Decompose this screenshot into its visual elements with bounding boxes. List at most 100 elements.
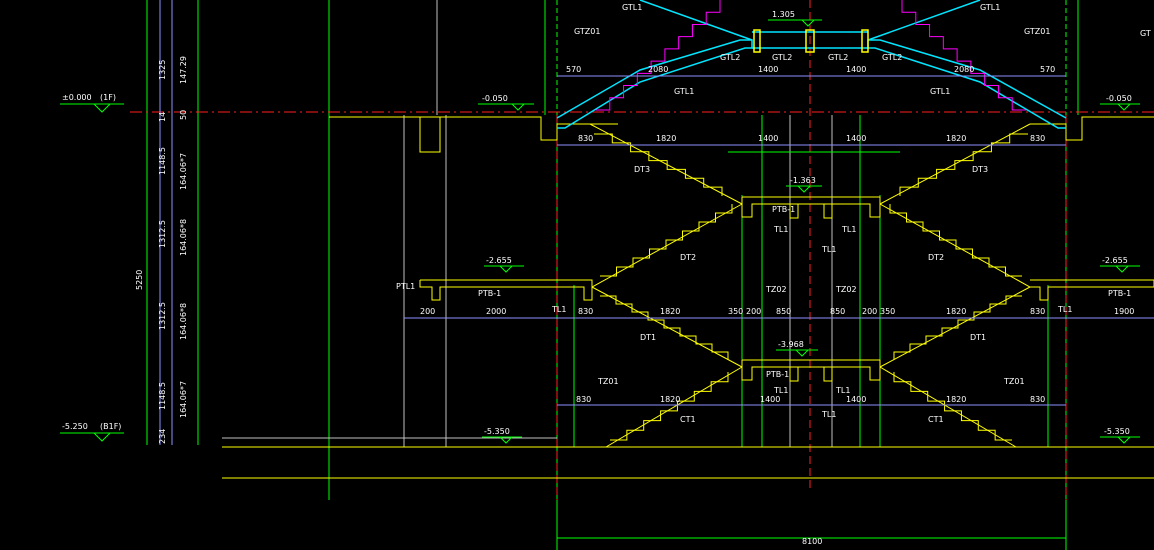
marker-m1363 [786,185,822,193]
dim-1820-l-r3: 1820 [660,307,680,316]
level-b1f-tag: (B1F) [100,422,121,431]
tag-ct1-right: CT1 [928,415,944,424]
level-m2655-left: -2.655 [486,256,512,265]
upper-stair-left-return [639,0,753,41]
dim-2080-left: 2080 [648,65,668,74]
dim-200: 200 [420,307,435,316]
dim-570-right: 570 [1040,65,1055,74]
vdim-s147: 147.29 [179,56,188,84]
dim-570-left: 570 [566,65,581,74]
level-m5350-left: -5.350 [484,427,510,436]
dim-1400-r-r2: 1400 [846,134,866,143]
tag-tl1-f: TL1 [773,386,788,395]
dim-1400-r-r4: 1400 [846,395,866,404]
tag-dt3-right: DT3 [972,165,988,174]
tag-ptl1: PTL1 [396,282,415,291]
dim-850-r: 850 [830,307,845,316]
tag-tz02-left: TZ02 [765,285,787,294]
marker-1f [60,103,124,113]
level-markers [60,19,1140,444]
tag-gtz01-right: GTZ01 [1024,27,1050,36]
tag-gtl2-d: GTL2 [882,53,902,62]
marker-1305 [768,19,822,27]
tag-gtl1-tr: GTL1 [980,3,1000,12]
marker-m050-left [478,103,534,111]
dim-1400-l-r4: 1400 [760,395,780,404]
marker-m2655-left [484,265,524,273]
grid-lines [146,0,1079,550]
dim-830-r-r4: 830 [1030,395,1045,404]
marker-m5350-right [1100,436,1140,444]
tag-tl1-c: TL1 [821,245,836,254]
tag-gtl1-mr: GTL1 [930,87,950,96]
tag-gtl1-ml: GTL1 [674,87,694,96]
flight-dt1-right [879,286,1031,368]
landing-right [1030,279,1154,301]
tag-tl1-g: TL1 [835,386,850,395]
tag-gtz01-left: GTZ01 [574,27,600,36]
upper-stair-right-return [867,0,981,41]
dim-830-r-r2: 830 [1030,134,1045,143]
flight-dt3-left [589,123,743,205]
tag-gtl2-a: GTL2 [720,53,740,62]
dim-1820-l-r2: 1820 [656,134,676,143]
dim-200-l: 200 [746,307,761,316]
dim-830-r-r3: 830 [1030,307,1045,316]
tag-ptb1-top: PTB-1 [772,205,795,214]
labels: ±0.000 (1F) -5.250 (B1F) -0.050 -0.050 -… [62,3,1151,546]
dim-1400-r-top: 1400 [846,65,866,74]
dim-830-l-r2: 830 [578,134,593,143]
flight-dt3-right [879,123,1031,205]
vdim-s164-4: 164.06*7 [179,381,188,418]
tag-tl1-a: TL1 [773,225,788,234]
post-low-a [789,366,799,382]
steps-upper-left-magenta [596,0,721,111]
slab-1f-left [329,116,618,141]
dim-350-l: 350 [728,307,743,316]
steps-dt2-left [600,204,733,277]
tag-dt2-left: DT2 [680,253,696,262]
tag-ct1-left: CT1 [680,415,696,424]
flight-dt1-left [591,286,743,368]
level-m3968: -3.968 [778,340,804,349]
tag-tl1-e: TL1 [1057,305,1072,314]
steps-ct1-left [610,372,729,441]
vdim-1325: 1325 [158,60,167,80]
marker-m050-right [1100,103,1140,111]
dim-1820-r-r3: 1820 [946,307,966,316]
steel-column-mid [805,29,815,53]
tag-ptb1-low: PTB-1 [766,370,789,379]
steps-ct1-right [893,372,1012,441]
dim-1820-r-r4: 1820 [946,395,966,404]
concrete-stair [589,123,1031,448]
vdim-total: 5250 [135,270,144,290]
tag-tl1-d: TL1 [551,305,566,314]
vdim-s164-3: 164.06*8 [179,303,188,340]
vdim-s164-2: 164.06*8 [179,219,188,256]
level-m2655-right: -2.655 [1102,256,1128,265]
flight-ct1-right [879,366,1017,448]
tag-tl1-b: TL1 [841,225,856,234]
dim-830-l-r4: 830 [576,395,591,404]
vdim-1312-bot: 1312.5 [158,302,167,330]
dim-350-r: 350 [880,307,895,316]
dim-1820-l-r4: 1820 [660,395,680,404]
steps-dt3-left [594,133,723,196]
steel-stair [556,0,1067,129]
tag-tz02-right: TZ02 [835,285,857,294]
post-low-b [823,366,833,382]
steel-column-right [861,29,869,53]
dim-2080-right: 2080 [954,65,974,74]
post-top-b [823,203,833,219]
steps-dt3-right [899,133,1028,196]
level-1f: ±0.000 [62,93,92,102]
tag-ptb1-left: PTB-1 [478,289,501,298]
vdim-1312-top: 1312.5 [158,220,167,248]
tag-gtl2-c: GTL2 [828,53,848,62]
level-m5350-right: -5.350 [1104,427,1130,436]
level-1f-tag: (1F) [100,93,116,102]
marker-b1f [60,432,124,442]
tag-gtl2-b: GTL2 [772,53,792,62]
tag-gtl1-tl: GTL1 [622,3,642,12]
